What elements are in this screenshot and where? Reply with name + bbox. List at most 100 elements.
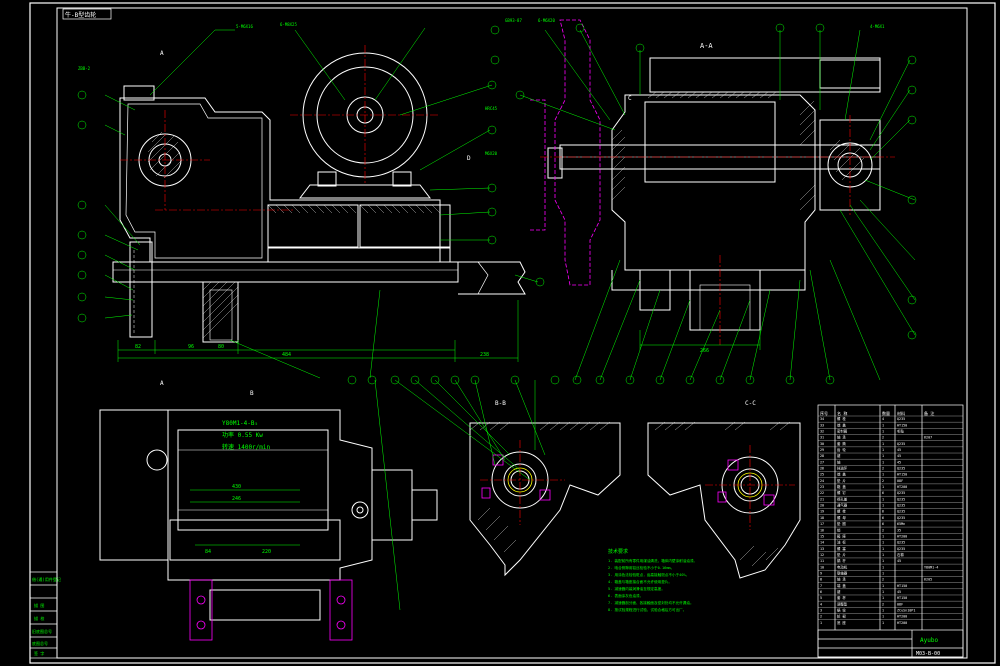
parts-table-cell: 石棉 [897, 552, 904, 557]
parts-table-cell: 12 [820, 553, 824, 557]
parts-table-cell: 1 [882, 565, 884, 569]
parts-table-cell: 挡油环 [837, 466, 848, 471]
view-d-marker: D [467, 155, 471, 162]
parts-header-cell: 备 注 [924, 410, 934, 416]
parts-table-cell: 1 [882, 590, 884, 594]
parts-table-cell: HT200 [897, 621, 907, 625]
parts-table-cell: 11 [820, 559, 824, 563]
parts-table-cell: HT200 [897, 534, 907, 538]
parts-table-cell: 26 [820, 467, 824, 471]
parts-table-cell: 6205 [924, 578, 932, 582]
dim-motor-h: 220 [262, 549, 271, 555]
view-b-dims [190, 489, 300, 546]
section-c-c-title: C-C [745, 400, 756, 407]
tech-req-2: 2. 啮合侧隙用铅丝检验不小于0.16mm。 [608, 565, 674, 570]
parts-table-cell: 2 [882, 578, 884, 582]
left-strip-5: 旧底图总号 [32, 628, 52, 634]
parts-table-cell: 1 [882, 473, 884, 477]
parts-table-cell: 1 [882, 547, 884, 551]
parts-table-cell: HT150 [897, 596, 907, 600]
parts-table-cell: 1 [882, 541, 884, 545]
callout-top-mid-2: HRC45 [485, 106, 498, 111]
parts-table-cell: ZCuSn10P1 [897, 608, 915, 612]
parts-table-cell: 套 筒 [837, 441, 846, 446]
view-b-title: B [250, 390, 254, 397]
section-arrow-a-bottom: A [160, 380, 164, 387]
motor-nameplate-3: 转速 1400r/min [222, 443, 271, 451]
callout-top-right-3: 4-M6X1 [870, 24, 885, 29]
tech-req-6: 6. 表面涂灰色油漆。 [608, 593, 643, 598]
left-strip-6: 底图总号 [32, 640, 48, 646]
parts-table-cell: 1 [882, 423, 884, 427]
callout-top-right-2: 6-M6X20 [538, 18, 555, 23]
parts-table-cell: 15 [820, 534, 824, 538]
parts-table-cell: 蜗 杆 [837, 558, 846, 563]
parts-table-cell: 28 [820, 454, 824, 458]
parts-table-cell: 22 [820, 491, 824, 495]
parts-table-cell: 箱 座 [837, 533, 846, 538]
parts-table-cell: Y80M1-4 [924, 565, 938, 569]
parts-header-cell: 数量 [882, 410, 890, 416]
drawing-number: M03-B-00 [916, 651, 940, 657]
parts-table-cell: Q235 [897, 417, 905, 421]
parts-table-cell: 1 [882, 584, 884, 588]
view-c-marker: C [628, 95, 632, 102]
parts-table-cell: Q235 [897, 497, 905, 501]
parts-table-cell: 6 [882, 522, 884, 526]
parts-table-cell: 销 [837, 527, 841, 532]
callout-top-left-2: ZBB-2 [78, 66, 91, 71]
parts-table-cell: 1 [882, 571, 884, 575]
front-view-hatch [147, 131, 441, 339]
parts-table-cell: 螺 母 [837, 515, 846, 520]
parts-table-cell: 2 [882, 479, 884, 483]
parts-table-cell: 调整垫 [837, 601, 848, 606]
parts-table-cell: 45 [897, 448, 901, 452]
tech-req-1: 1. 装配前所有零件用煤油清洗，箱体内壁涂耐油油漆。 [608, 558, 697, 563]
parts-table-cell: 5 [820, 596, 822, 600]
parts-table-cell: 1 [882, 608, 884, 612]
parts-table-cell: 2 [882, 467, 884, 471]
motor-nameplate-1: Y80M1-4-B₅ [222, 420, 258, 427]
parts-table-cell: 1 [882, 621, 884, 625]
parts-table-cell: 通气器 [837, 503, 848, 508]
parts-table-cell: 端 盖 [837, 422, 846, 427]
parts-table-cell: Q235 [897, 510, 905, 514]
parts-table-cell: 21 [820, 497, 824, 501]
sections-hatch [469, 421, 791, 567]
callout-top-mid-1: 6-M8X25 [280, 22, 297, 27]
front-view-centerlines [120, 45, 440, 211]
callout-balloons [77, 23, 917, 385]
parts-table-cell: 4 [882, 417, 884, 421]
parts-table-cell: 17 [820, 522, 824, 526]
parts-table-cell: 键 [837, 589, 841, 594]
parts-table-cell: 27 [820, 460, 824, 464]
parts-table-cell: 套 杯 [837, 595, 846, 600]
parts-table-cell: 13 [820, 547, 824, 551]
left-strip-7: 签 字 [34, 650, 44, 656]
parts-table-cell: Q235 [897, 442, 905, 446]
parts-table-cell: HT150 [897, 584, 907, 588]
parts-table-cell: 密封圈 [837, 429, 848, 434]
leader-lines [104, 27, 916, 611]
dim-motor-1: 430 [232, 484, 241, 490]
parts-table-cell: 2 [882, 528, 884, 532]
dim-motor-2: 246 [232, 496, 241, 502]
dim-overall-length: 484 [282, 352, 291, 358]
parts-table-cell: 24 [820, 479, 824, 483]
parts-table-cell: 29 [820, 448, 824, 452]
parts-table-cell: 2 [882, 436, 884, 440]
parts-table-cell: 1 [882, 497, 884, 501]
parts-table-cell: 油 标 [837, 540, 846, 545]
dim-sec-1: 266 [700, 348, 709, 354]
parts-table-cell: HT200 [897, 615, 907, 619]
section-a-a-centerlines [540, 115, 895, 345]
parts-table-cell: 08F [897, 602, 903, 606]
left-strip-3: 描 图 [34, 602, 44, 608]
parts-table-cell: Q235 [897, 516, 905, 520]
parts-table-cell: 端 盖 [837, 472, 846, 477]
dim-right-ext: 238 [480, 352, 489, 358]
section-a-a-hatch [611, 91, 865, 211]
parts-table-cell: 6 [882, 510, 884, 514]
parts-table-cell: 轮 毂 [837, 614, 846, 619]
